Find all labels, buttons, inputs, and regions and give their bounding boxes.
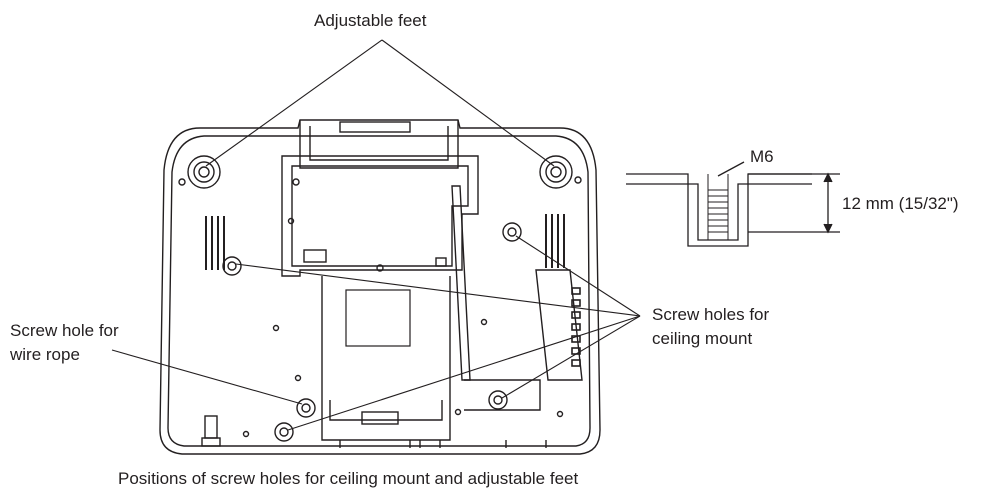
label-screw-holes-ceiling-line1: Screw holes for [652,305,770,324]
label-adjustable-feet: Adjustable feet [314,11,427,30]
right-bracket [535,269,583,381]
wire-rope-hole [296,398,316,418]
lamp-cover [321,276,451,441]
m6-leader [717,161,745,177]
small-hole-2 [294,374,302,382]
label-screw-holes-ceiling-line2: ceiling mount [652,329,753,348]
leader-wire-rope [111,349,303,405]
adjustable-foot-left [187,155,221,189]
small-hole-6 [242,430,250,438]
leader-lines [111,39,641,431]
thread-hatching [707,174,729,240]
plate-tab [303,249,327,263]
label-thread-size: M6 [750,147,774,166]
left-vent [205,216,225,270]
leader-feet-right [381,39,555,167]
small-hole-1 [272,324,280,332]
dim-arrow-up [823,172,833,183]
figure-caption: Positions of screw holes for ceiling mou… [118,469,579,488]
adjustable-foot-right [539,155,573,189]
plate-screw-2 [287,217,295,225]
label-screw-hole-wire-line1: Screw hole for [10,321,119,340]
top-recess-inner [309,126,449,161]
top-recess [299,120,459,169]
bottom-notches [339,440,547,448]
ceiling-mount-hole-2 [502,222,522,242]
small-hole-4 [454,408,462,416]
leader-feet-left [205,39,383,167]
section-outline-bottom [626,183,812,241]
ceiling-mount-hole-4 [488,390,508,410]
corner-screw-left [178,178,186,186]
rating-label [345,289,411,347]
ceiling-mount-hole-3 [274,422,294,442]
right-vent [545,214,565,268]
corner-screw-right [574,176,582,184]
plate-tab-2 [435,257,447,267]
projector-body-inner-outline [167,135,591,447]
lamp-cover-latch [361,411,399,425]
central-plate-inner [291,165,469,267]
small-hole-3 [480,318,488,326]
label-screw-hole-wire-line2: wire rope [10,345,80,364]
leader-ceiling-1 [235,263,641,317]
small-hole-5 [556,410,564,418]
central-plate [281,155,479,277]
plate-screw-1 [292,178,300,186]
side-bracket [464,379,541,411]
screw-hole-section [626,161,840,247]
side-rail [451,185,471,381]
top-tab [339,121,411,133]
plate-screw-3 [376,264,384,272]
leader-ceiling-3 [287,315,641,431]
lamp-cover-inner [329,400,443,421]
bottom-connector [201,415,221,447]
projector-body-outline [159,119,601,455]
section-outline-top [626,173,812,247]
leader-ceiling-4 [501,315,641,399]
ceiling-mount-hole-1 [222,256,242,276]
leader-ceiling-2 [515,235,641,317]
dim-arrow-down [823,223,833,234]
label-depth: 12 mm (15/32") [842,194,959,213]
